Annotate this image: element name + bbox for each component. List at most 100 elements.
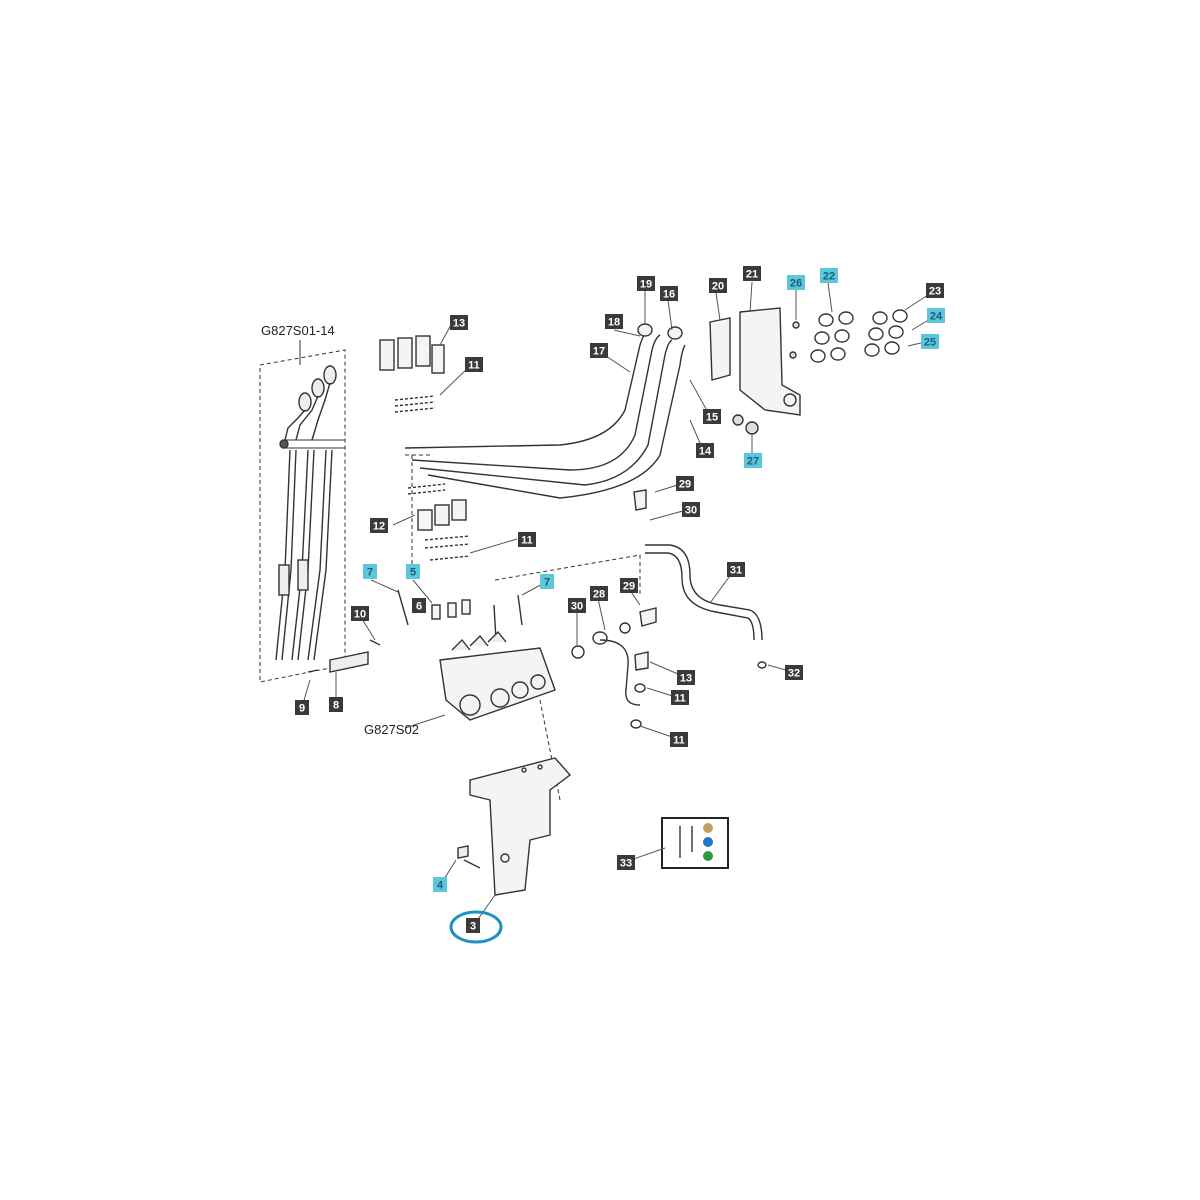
callout-22: 22 (820, 268, 838, 283)
callout-16: 16 (660, 286, 678, 301)
callout-29: 29 (676, 476, 694, 491)
callout-25: 25 (921, 334, 939, 349)
callout-box (450, 315, 468, 330)
callout-label: 30 (571, 601, 583, 613)
callouts: 13 11 12 11 7 5 6 10 9 8 7 19 16 18 17 15 14 20 21 26 22 23 24… (295, 266, 945, 933)
callout-box (329, 697, 343, 712)
callout-box (363, 564, 377, 579)
callout-box (540, 574, 554, 589)
callout-28: 28 (590, 586, 608, 601)
callout-label: 28 (593, 589, 605, 601)
callout-33: 33 (617, 855, 635, 870)
callout-box (660, 286, 678, 301)
callout-29: 29 (620, 578, 638, 593)
callout-30: 30 (568, 598, 586, 613)
selected-part-highlight-ring (449, 910, 503, 944)
lever-assembly-drawing (259, 340, 346, 683)
quick-couplers (810, 311, 854, 363)
callout-label: 9 (299, 703, 305, 715)
callout-31: 31 (727, 562, 745, 577)
callout-label: 22 (823, 271, 835, 283)
callout-label: 19 (640, 279, 652, 291)
callout-12: 12 (370, 518, 388, 533)
callout-box (676, 476, 694, 491)
callout-box (820, 268, 838, 283)
callout-box (637, 276, 655, 291)
callout-label: 32 (788, 668, 800, 680)
callout-11: 11 (671, 690, 689, 705)
callout-label: 31 (730, 565, 742, 577)
callout-label: 27 (747, 456, 759, 468)
callout-label: 6 (416, 601, 422, 613)
callout-label: 29 (623, 581, 635, 593)
callout-box (709, 278, 727, 293)
pipe-bundle-drawing (404, 323, 686, 499)
group-ref-bottom: G827S02 (364, 722, 419, 737)
callout-15: 15 (703, 409, 721, 424)
drawing (259, 281, 936, 926)
callout-box (605, 314, 623, 329)
callout-5: 5 (406, 564, 420, 579)
callout-11: 11 (670, 732, 688, 747)
callout-26: 26 (787, 275, 805, 290)
callout-label: 7 (367, 567, 373, 579)
callout-9: 9 (295, 700, 309, 715)
callout-box (921, 334, 939, 349)
callout-box (465, 357, 483, 372)
callout-19: 19 (637, 276, 655, 291)
callout-label: 30 (685, 505, 697, 517)
callout-label: 25 (924, 337, 936, 349)
callout-6: 6 (412, 598, 426, 613)
callout-box (670, 732, 688, 747)
callout-box (406, 564, 420, 579)
callout-label: 23 (929, 286, 941, 298)
callout-box (785, 665, 803, 680)
callout-label: 8 (333, 700, 339, 712)
callout-box (620, 578, 638, 593)
callout-23: 23 (926, 283, 944, 298)
return-line-drawing (571, 489, 767, 729)
callout-label: 13 (453, 318, 465, 330)
callout-label: 33 (620, 858, 632, 870)
callout-label: 29 (679, 479, 691, 491)
callout-14: 14 (696, 443, 714, 458)
callout-17: 17 (590, 343, 608, 358)
callout-box (743, 266, 761, 281)
mounting-bracket-drawing (457, 757, 572, 896)
valve-stack-drawing (307, 335, 641, 801)
callout-32: 32 (785, 665, 803, 680)
callout-box (677, 670, 695, 685)
callout-7: 7 (540, 574, 554, 589)
callout-label: 18 (608, 317, 620, 329)
callout-label: 21 (746, 269, 758, 281)
callout-label: 15 (706, 412, 718, 424)
callout-21: 21 (743, 266, 761, 281)
leader-lines (301, 281, 936, 926)
callout-box (295, 700, 309, 715)
callout-label: 12 (373, 521, 385, 533)
callout-13: 13 (677, 670, 695, 685)
callout-8: 8 (329, 697, 343, 712)
callout-box (927, 308, 945, 323)
callout-box (518, 532, 536, 547)
callout-3: 3 (466, 918, 480, 933)
callout-box (696, 443, 714, 458)
callout-label: 26 (790, 278, 802, 290)
callout-box (671, 690, 689, 705)
callout-label: 7 (544, 577, 550, 589)
callout-20: 20 (709, 278, 727, 293)
callout-label: 5 (410, 567, 416, 579)
callout-label: 20 (712, 281, 724, 293)
callout-box (370, 518, 388, 533)
coupler-caps (864, 309, 908, 357)
callout-box (727, 562, 745, 577)
callout-box (466, 918, 480, 933)
callout-label: 10 (354, 609, 366, 621)
callout-7: 7 (363, 564, 377, 579)
callout-box (703, 409, 721, 424)
callout-11: 11 (465, 357, 483, 372)
callout-box (682, 502, 700, 517)
callout-24: 24 (927, 308, 945, 323)
callout-label: 24 (930, 311, 943, 323)
